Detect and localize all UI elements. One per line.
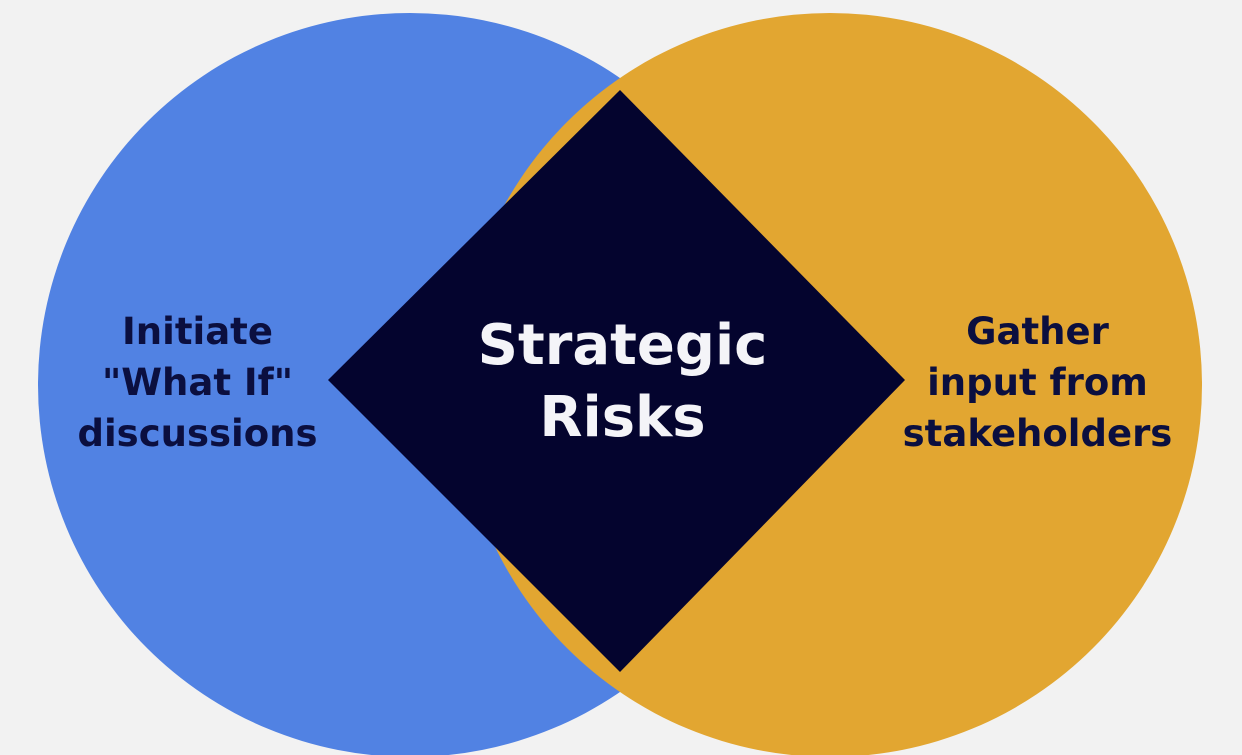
left-label-line-3: discussions: [77, 412, 318, 455]
center-label-line-2: Risks: [539, 385, 706, 450]
right-label-line-1: Gather: [966, 310, 1109, 353]
right-circle-label: Gather input from stakeholders: [880, 306, 1195, 459]
left-circle-label: Initiate "What If" discussions: [50, 306, 345, 459]
right-label-line-2: input from: [927, 361, 1148, 404]
right-label-line-3: stakeholders: [902, 412, 1173, 455]
left-label-line-2: "What If": [101, 361, 294, 404]
center-diamond: [328, 90, 905, 672]
left-label-line-1: Initiate: [122, 310, 273, 353]
center-label: Strategic Risks: [440, 310, 805, 454]
center-label-line-1: Strategic: [477, 313, 768, 378]
